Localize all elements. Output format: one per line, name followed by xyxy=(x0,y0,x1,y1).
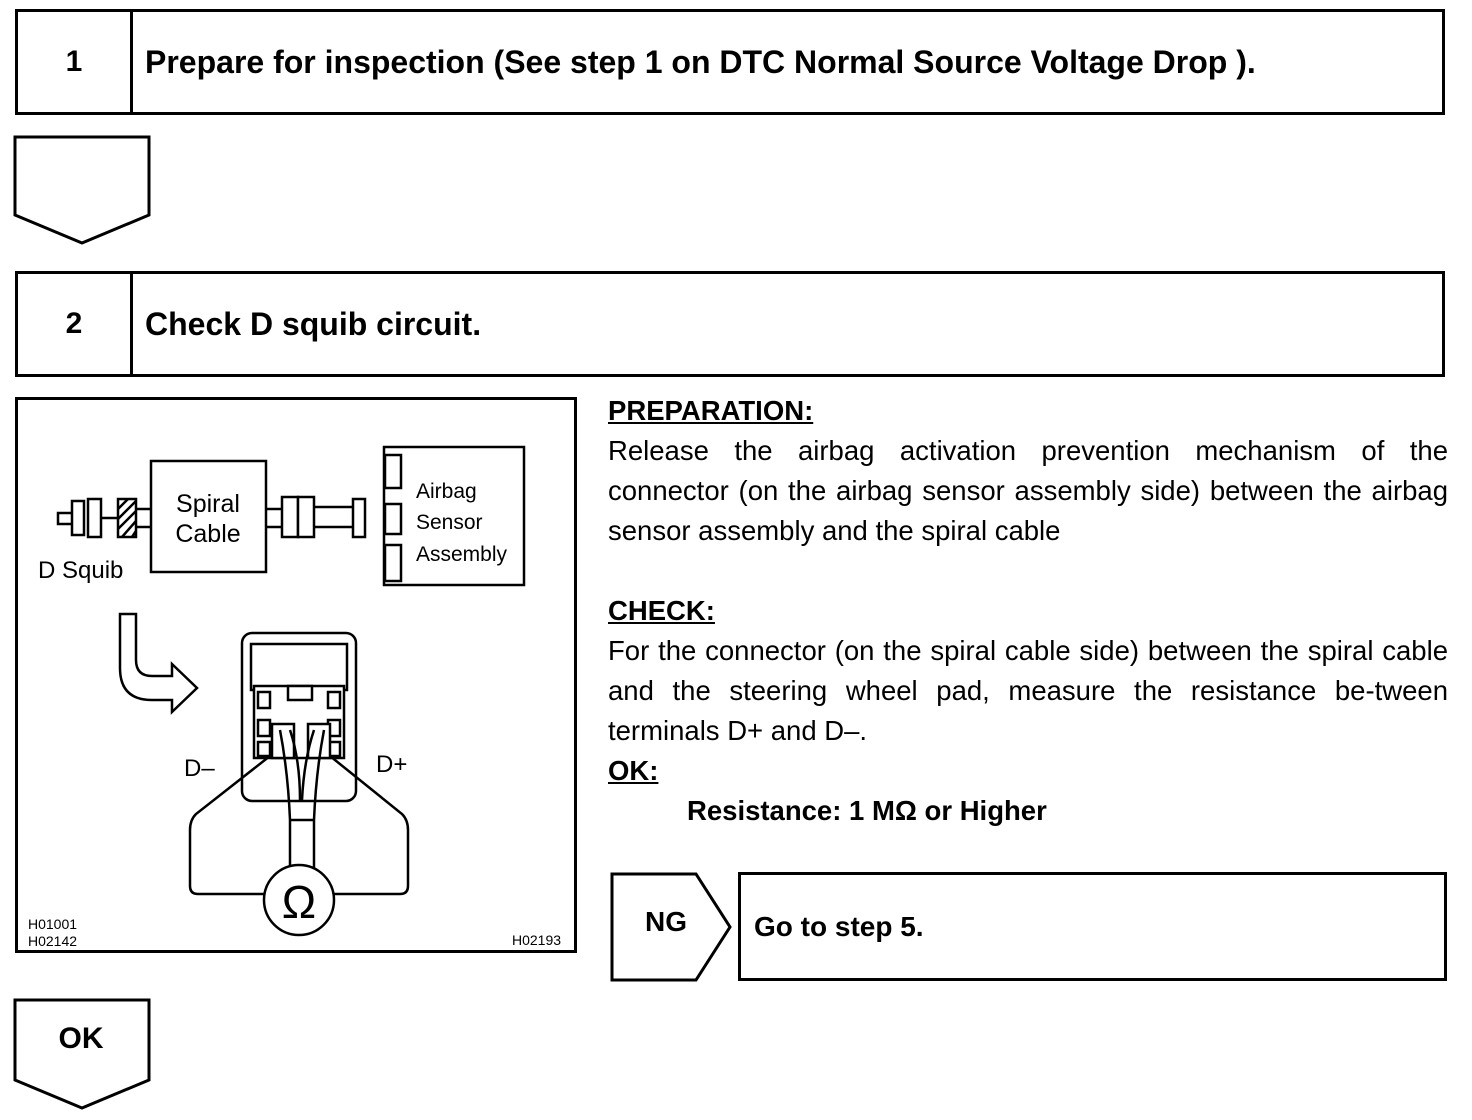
ng-result-text: Go to step 5. xyxy=(754,910,924,942)
airbag-sensor-label: Airbag xyxy=(416,480,477,503)
ohm-symbol: Ω xyxy=(282,876,316,928)
check-text: For the connector (on the spiral cable s… xyxy=(608,635,1448,746)
step-number: 1 xyxy=(18,12,133,112)
step-number: 2 xyxy=(18,274,133,374)
figure-id-left: H01001 H02142 xyxy=(28,916,77,950)
ng-result-box: Go to step 5. xyxy=(738,872,1447,981)
ok-arrow-icon xyxy=(13,998,151,1110)
ng-arrow-icon xyxy=(610,872,732,982)
check-heading: CHECK: xyxy=(608,595,715,626)
step-title: Check D squib circuit. xyxy=(145,305,482,342)
spiral-cable-label: Spiral xyxy=(176,490,240,518)
ok-heading: OK: xyxy=(608,755,659,786)
figure-id: H01001 xyxy=(28,916,78,932)
inspection-text: PREPARATION: Release the airbag activati… xyxy=(608,391,1448,831)
spiral-cable-label: Cable xyxy=(175,520,240,548)
d-plus-label: D+ xyxy=(376,751,407,778)
preparation-heading: PREPARATION: xyxy=(608,395,814,426)
resistance-spec: Resistance: 1 MΩ or Higher xyxy=(687,795,1047,826)
figure-id: H02142 xyxy=(28,933,78,949)
step-1-box: 1 Prepare for inspection (See step 1 on … xyxy=(15,9,1445,115)
figure-id-right: H02193 xyxy=(512,932,562,948)
preparation-text: Release the airbag activation prevention… xyxy=(608,435,1448,546)
airbag-sensor-label: Sensor xyxy=(416,511,483,534)
ng-label: NG xyxy=(645,906,687,937)
ok-label: OK xyxy=(58,1022,104,1055)
flow-down-arrow-icon xyxy=(13,135,151,245)
wiring-figure: Spiral Cable Airbag Sensor Assembly D Sq… xyxy=(15,397,577,953)
step-title: Prepare for inspection (See step 1 on DT… xyxy=(145,43,1256,80)
airbag-sensor-label: Assembly xyxy=(416,543,508,566)
squib-circuit-diagram: Spiral Cable Airbag Sensor Assembly D Sq… xyxy=(38,445,526,937)
step-2-box: 2 Check D squib circuit. xyxy=(15,271,1445,377)
d-squib-label: D Squib xyxy=(38,557,123,584)
d-minus-label: D– xyxy=(184,755,215,782)
